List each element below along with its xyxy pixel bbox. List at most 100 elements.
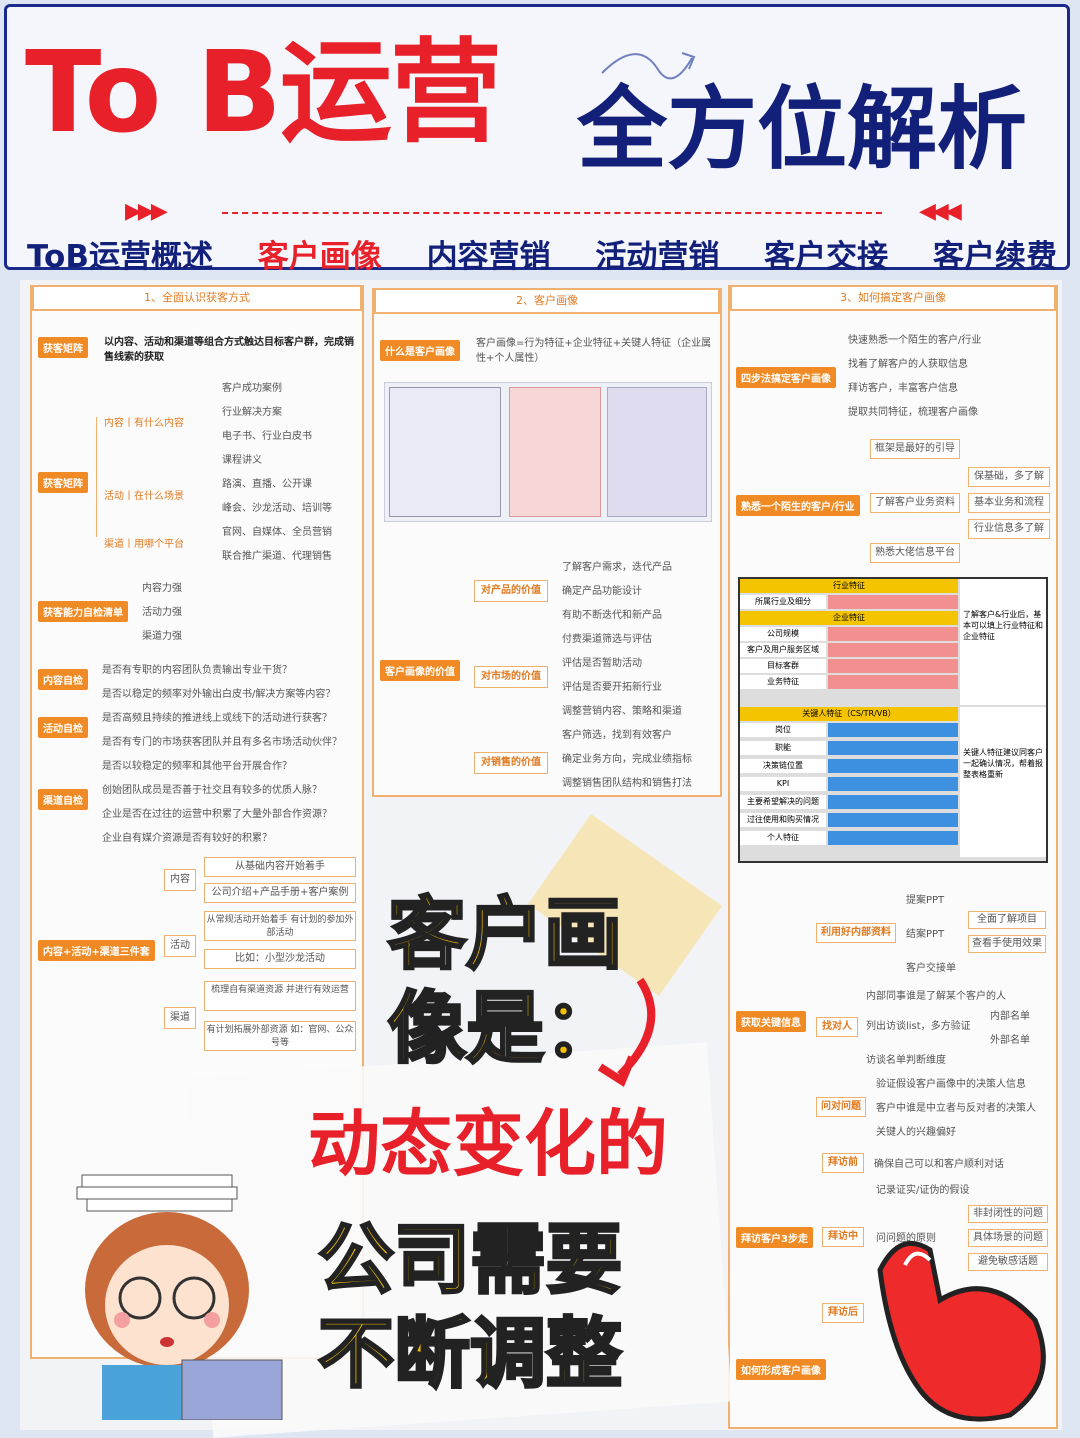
- table-header: 关键人特征（CS/TR/VB）: [740, 707, 958, 721]
- muscle-arm-icon: [877, 1240, 1046, 1422]
- visit-sub: 避免敏感话题: [968, 1253, 1048, 1271]
- table-cell: [828, 595, 958, 609]
- title-blue: 全方位解析: [577, 77, 1027, 182]
- tag-matrix-2: 获客矩阵: [38, 472, 88, 493]
- value-item: 有助不断迭代和新产品: [562, 610, 662, 621]
- check-item: 是否有专门的市场获客团队并且有多名市场活动伙伴？: [102, 737, 342, 748]
- key-right-question: 问对问题: [816, 1097, 866, 1117]
- tag-ability-check: 获客能力自检清单: [38, 601, 128, 622]
- topic-nav: ToB运营概述 客户画像 内容营销 活动营销 客户交接 客户续费: [27, 231, 1057, 276]
- content-item: 电子书、行业白皮书: [222, 431, 312, 442]
- branch-channel: 渠道丨用哪个平台: [104, 539, 184, 550]
- tag-form-profile: 如何形成客户画像: [736, 1359, 826, 1380]
- trio-content-item: 公司介绍+产品手册+客户案例: [204, 883, 356, 903]
- column-title: 1、全面认识获客方式: [32, 285, 362, 311]
- fam-item: 框架是最好的引导: [870, 439, 960, 459]
- key-sub: 外部名单: [990, 1035, 1030, 1046]
- trio-channel-item: 有计划拓展外部资源 如：官网、公众号等: [204, 1021, 356, 1051]
- table-row-label: 所属行业及细分: [740, 595, 826, 609]
- table-row-label: 客户及用户服务区域: [740, 643, 826, 657]
- content-item: 课程讲义: [222, 455, 262, 466]
- key-item: 访谈名单判断维度: [866, 1055, 946, 1066]
- nav-item-overview: ToB运营概述: [27, 239, 213, 275]
- key-item: 客户中谁是中立者与反对者的决策人: [876, 1103, 1036, 1114]
- visit-during: 拜访中: [822, 1227, 864, 1247]
- content-item: 客户成功案例: [222, 383, 282, 394]
- key-item: 关键人的兴趣偏好: [876, 1127, 956, 1138]
- key-item: 验证假设客户画像中的决策人信息: [876, 1079, 1026, 1090]
- diagram-group-purple: [607, 387, 707, 517]
- tag-what-is-profile: 什么是客户画像: [380, 340, 460, 361]
- trio-content-item: 从基础内容开始着手: [204, 857, 356, 877]
- arrow-right-decoration-icon: ▶▶▶: [125, 199, 168, 224]
- table-row-label: 职能: [740, 741, 826, 755]
- check-item: 企业自有媒介资源是否有较好的积累？: [102, 833, 272, 844]
- overlay-line-4: 公司需要: [317, 1215, 624, 1304]
- value-item: 付费渠道筛选与评估: [562, 634, 652, 645]
- table-cell: [828, 627, 958, 689]
- dashed-divider: [222, 212, 882, 214]
- fam-item: 了解客户业务资料: [870, 493, 960, 513]
- tag-visit-steps: 拜访客户3步走: [736, 1227, 813, 1248]
- table-cell: [828, 723, 958, 845]
- nav-item-customer-profile: 客户画像: [257, 239, 382, 275]
- step-item: 找着了解客户的人获取信息: [848, 359, 968, 370]
- trio-activity-item: 从常规活动开始着手 有计划的参加外部活动: [204, 911, 356, 941]
- ability-item: 内容力强: [142, 583, 182, 594]
- table-row-label: 岗位: [740, 723, 826, 737]
- fam-item: 熟悉大佬信息平台: [870, 543, 960, 563]
- key-sub: 内部名单: [990, 1011, 1030, 1022]
- title-red: To B运营: [25, 28, 502, 158]
- table-header: 企业特征: [740, 611, 958, 625]
- key-item: 结案PPT: [906, 929, 945, 940]
- content-item: 行业解决方案: [222, 407, 282, 418]
- table-row-label: 公司规模: [740, 627, 826, 641]
- column-title: 2、客户画像: [374, 288, 720, 314]
- key-sub: 全面了解项目: [968, 911, 1046, 929]
- tag-activity-check: 活动自检: [38, 717, 88, 738]
- fam-sub: 保基础，多了解: [968, 467, 1050, 487]
- value-item: 确定业务方向，完成业绩指标: [562, 754, 692, 765]
- key-sub: 查看手使用效果: [968, 935, 1046, 953]
- nav-item-renewal: 客户续费: [932, 239, 1057, 275]
- value-item: 调整销售团队结构和销售打法: [562, 778, 692, 789]
- key-internal: 利用好内部资料: [816, 923, 896, 943]
- step-item: 快速熟悉一个陌生的客户/行业: [848, 335, 982, 346]
- profile-diagram: [384, 382, 712, 522]
- value-item: 评估是否要开拓新行业: [562, 682, 662, 693]
- matrix-desc: 以内容、活动和渠道等组合方式触达目标客户群，完成销售线索的获取: [104, 337, 354, 363]
- table-row-label: 过往使用和购买情况: [740, 813, 826, 827]
- trio-channel: 渠道: [164, 1007, 196, 1029]
- table-note: 了解客户&行业后，基本可以填上行业特征和企业特征: [960, 579, 1046, 705]
- nav-item-event-marketing: 活动营销: [595, 239, 720, 275]
- swirl-decoration-icon: [601, 52, 696, 80]
- trio-content: 内容: [164, 869, 196, 891]
- overlay-line-5: 不断调整: [317, 1309, 624, 1398]
- check-item: 创始团队成员是否善于社交且有较多的优质人脉？: [102, 785, 322, 796]
- channel-item: 官网、自媒体、全员营销: [222, 527, 332, 538]
- branch-content: 内容丨有什么内容: [104, 418, 184, 429]
- table-row-label: 主要希望解决的问题: [740, 795, 826, 809]
- ability-item: 活动力强: [142, 607, 182, 618]
- trio-channel-item: 梳理自有渠道资源 并进行有效运营: [204, 981, 356, 1011]
- visit-item: 确保自己可以和客户顺利对话: [874, 1159, 1004, 1170]
- value-item: 评估是否暂助活动: [562, 658, 642, 669]
- column-profile: 2、客户画像 什么是客户画像 客户画像=行为特征+企业特征+关键人特征（企业属性…: [372, 288, 722, 797]
- column-how-to-profile: 3、如何搞定客户画像 四步法搞定客户画像 快速熟悉一个陌生的客户/行业 找着了解…: [728, 285, 1058, 1429]
- tag-key-info: 获取关键信息: [736, 1011, 806, 1032]
- value-product: 对产品的价值: [474, 580, 548, 602]
- cartoon-girl-illustration: [76, 1174, 283, 1420]
- tag-four-steps: 四步法搞定客户画像: [736, 367, 836, 388]
- diagram-group-blue: [389, 387, 501, 517]
- nav-item-content-marketing: 内容营销: [426, 239, 551, 275]
- fam-sub: 行业信息多了解: [968, 519, 1050, 539]
- tag-profile-value: 客户画像的价值: [380, 660, 460, 681]
- visit-before: 拜访前: [822, 1153, 864, 1173]
- mindmap-area: 1、全面认识获客方式 获客矩阵 以内容、活动和渠道等组合方式触达目标客户群，完成…: [20, 280, 1062, 1430]
- nav-item-customer-handover: 客户交接: [764, 239, 889, 275]
- key-item: 提案PPT: [906, 895, 945, 906]
- overlay-line-2: 像是：: [386, 984, 623, 1074]
- trio-activity-item: 比如：小型沙龙活动: [204, 949, 356, 969]
- branch-line: [96, 417, 97, 537]
- table-row-label: 目标客群: [740, 659, 826, 673]
